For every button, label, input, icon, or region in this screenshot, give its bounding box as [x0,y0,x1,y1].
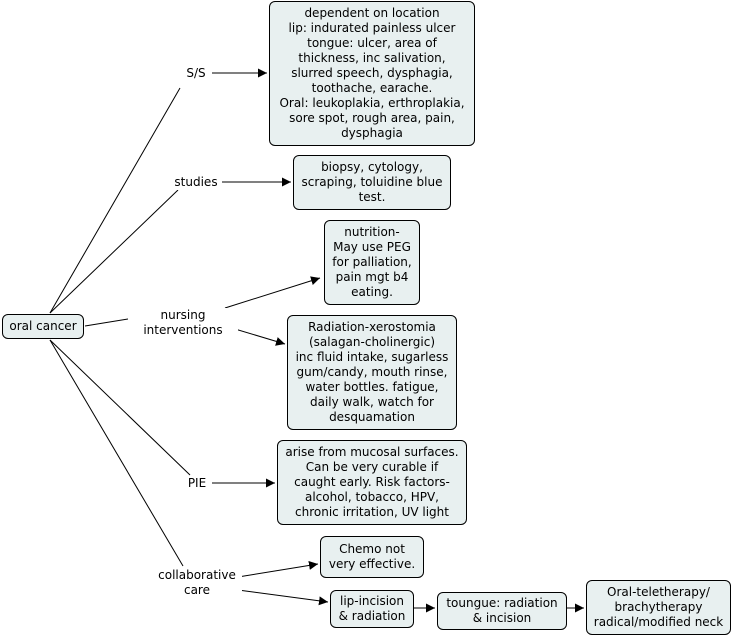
arrow-lip [237,589,329,606]
arrow-chemo [237,561,319,578]
line-root-pie [49,339,191,476]
line-root-ss [49,87,181,314]
link-collaborative-care: collaborative care [152,568,242,598]
concept-studies-detail: biopsy, cytology, scraping, toluidine bl… [293,155,451,210]
line-root-studies [49,189,179,314]
concept-oral-teletherapy: Oral-teletherapy/ brachytherapy radical/… [586,580,731,635]
concept-tongue: toungue: radiation & incision [437,592,567,630]
concept-ss-detail: dependent on location lip: indurated pai… [269,1,475,146]
concept-oral-cancer: oral cancer [2,314,84,339]
arrow-nutrition [224,276,321,309]
concept-radiation-xerostomia: Radiation-xerostomia (salagan-cholinergi… [287,315,457,430]
concept-pie-detail: arise from mucosal surfaces. Can be very… [277,440,467,525]
line-root-nursing [84,318,129,327]
link-ss: S/S [180,66,212,81]
concept-nutrition: nutrition- May use PEG for palliation, p… [324,220,420,305]
link-nursing-interventions: nursing interventions [128,308,238,338]
link-pie: PIE [182,476,212,491]
link-studies: studies [170,175,222,190]
line-root-collab [49,339,184,567]
concept-chemo: Chemo not very effective. [320,536,424,578]
concept-lip: lip-incision & radiation [330,590,414,628]
